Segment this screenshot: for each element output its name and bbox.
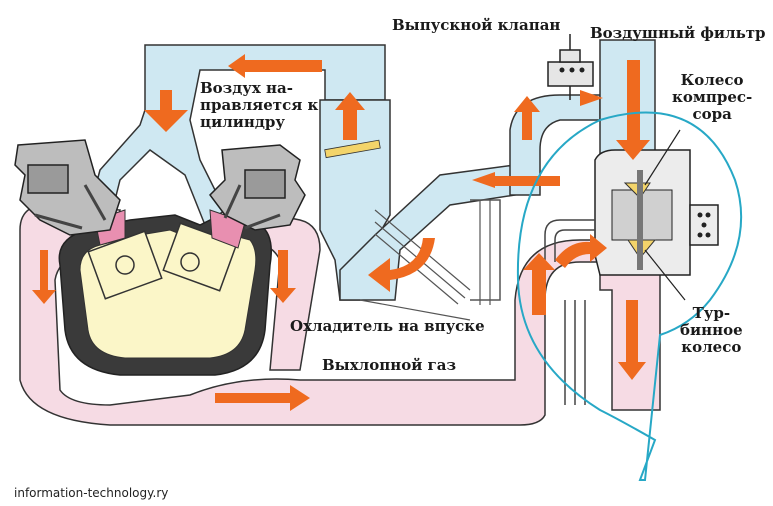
arrow-exhaust-bottom [215, 385, 310, 411]
arrow-right-top [580, 90, 603, 106]
arrow-intercooler-curve [368, 238, 435, 292]
callout-bubble [516, 111, 743, 481]
compressor-wheel-label: Колесо компрес- сора [672, 71, 753, 123]
turbine-wheel-label: Тур- бинное колесо [680, 304, 743, 356]
arrow-exhaust-left [32, 250, 56, 304]
valves [34, 184, 281, 230]
flow-markers [324, 139, 381, 159]
arrow-exhaust-up [523, 253, 555, 315]
arrow-up-left-duct [514, 96, 540, 140]
arrow-exhaust-out [618, 300, 646, 380]
arrow-air-left [228, 54, 322, 78]
left-piston [87, 230, 163, 300]
credit-text: information-technology.ry [14, 486, 169, 500]
air-to-cylinder-label: Воздух на- правляется к цилиндру [200, 79, 319, 131]
oil-lines [544, 219, 595, 405]
turbocharger [594, 149, 719, 276]
engine-block [58, 209, 272, 376]
exhaust-gas-label: Выхлопной газ [322, 356, 457, 374]
intercooler-label: Охладитель на впуске [290, 317, 485, 335]
air-filter-label: Воздушный фильтр [590, 24, 766, 42]
arrow-filter-down [616, 60, 650, 160]
cylinder-heads [14, 139, 306, 236]
exhaust-valve-body [547, 34, 594, 100]
arrow-air-down [144, 90, 188, 132]
arrow-intercooler-up [335, 92, 365, 140]
exhaust-valve-label: Выпускной клапан [392, 16, 561, 34]
arrow-to-turbine [555, 234, 607, 268]
flow-arrows [32, 54, 650, 411]
arrow-exhaust-right [270, 250, 296, 303]
leader-lines [644, 129, 686, 301]
